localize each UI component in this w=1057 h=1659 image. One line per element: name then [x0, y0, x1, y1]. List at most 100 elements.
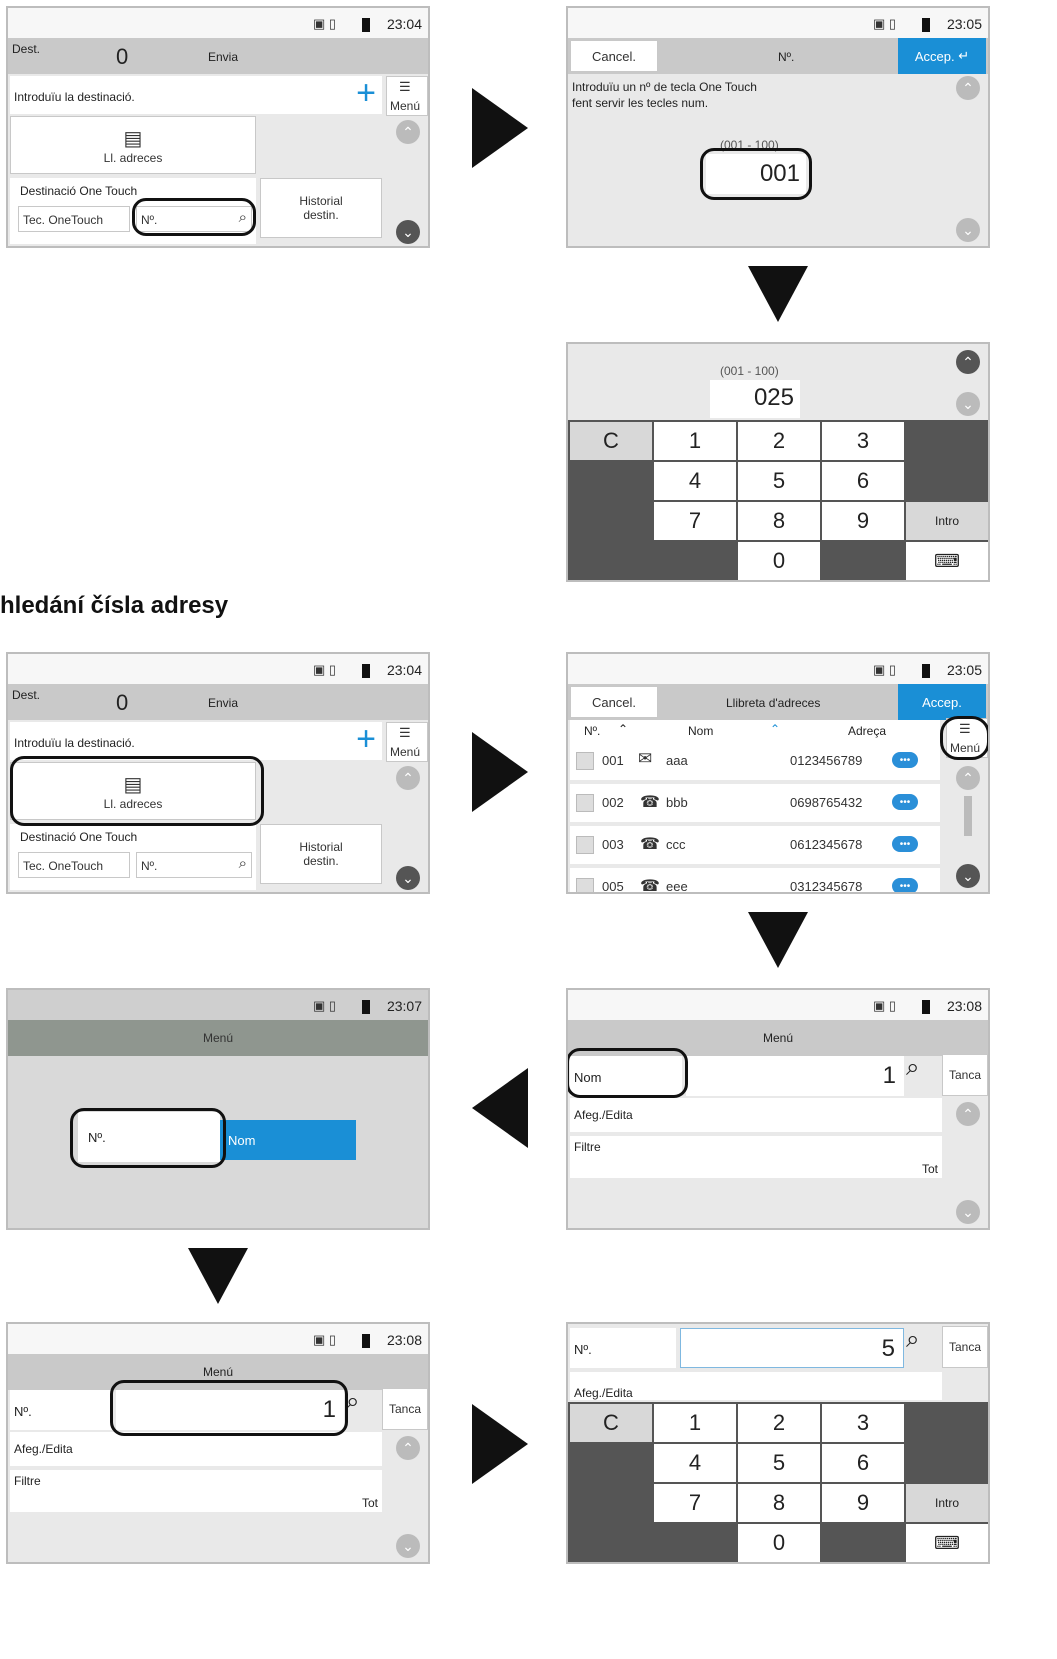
key-9[interactable]: 9 [822, 1484, 904, 1522]
history-button[interactable]: Historial destin. [260, 824, 382, 884]
scroll-down-icon[interactable]: ⌄ [956, 392, 980, 416]
key-7[interactable]: 7 [654, 1484, 736, 1522]
history-button[interactable]: Historial destin. [260, 178, 382, 238]
key-7[interactable]: 7 [654, 502, 736, 540]
key-enter[interactable]: Intro [906, 1484, 988, 1522]
filter-item[interactable]: Filtre Tot [570, 1136, 942, 1178]
key-clear[interactable]: C [570, 1404, 652, 1442]
menu-button[interactable]: ☰ Menú [386, 722, 428, 762]
key-2[interactable]: 2 [738, 1404, 820, 1442]
cancel-button[interactable]: Cancel. [570, 40, 658, 72]
destination-input[interactable]: Introduïu la destinació. + [10, 720, 382, 760]
table-row[interactable]: 005 ☎ eee 0312345678 ••• [570, 868, 940, 892]
add-edit-item[interactable]: Afeg./Edita [10, 1432, 382, 1466]
number-search-button[interactable]: Nº. ⌕ [136, 206, 252, 232]
search-input[interactable]: 1 [116, 1390, 344, 1430]
address-book-button[interactable]: ▤ Ll. adreces [10, 762, 256, 820]
col-name-header[interactable]: Nom [688, 724, 714, 738]
search-key-selector[interactable]: Nom [570, 1056, 682, 1096]
row-details-badge[interactable]: ••• [892, 752, 918, 768]
row-checkbox[interactable] [576, 752, 594, 770]
close-button[interactable]: Tanca [382, 1388, 428, 1430]
keyboard-icon[interactable]: ⌨ [906, 542, 988, 580]
scroll-down-icon[interactable]: ⌄ [956, 218, 980, 242]
key-4[interactable]: 4 [654, 462, 736, 500]
number-input[interactable]: 025 [710, 380, 800, 418]
row-checkbox[interactable] [576, 836, 594, 854]
table-row[interactable]: 002 ☎ bbb 0698765432 ••• [570, 784, 940, 822]
key-0[interactable]: 0 [738, 1524, 820, 1562]
key-5[interactable]: 5 [738, 462, 820, 500]
accept-button[interactable]: Accep. [898, 684, 986, 720]
address-book-button[interactable]: ▤ Ll. adreces [10, 116, 256, 174]
row-details-badge[interactable]: ••• [892, 878, 918, 892]
scrollbar[interactable] [964, 796, 972, 836]
destination-input[interactable]: Introduïu la destinació. + [10, 74, 382, 114]
key-2[interactable]: 2 [738, 422, 820, 460]
key-1[interactable]: 1 [654, 1404, 736, 1442]
plus-icon[interactable]: + [356, 74, 376, 112]
key-6[interactable]: 6 [822, 1444, 904, 1482]
scroll-up-icon[interactable]: ⌃ [396, 1436, 420, 1460]
scroll-up-icon[interactable]: ⌃ [956, 1102, 980, 1126]
scroll-up-icon[interactable]: ⌃ [956, 350, 980, 374]
scroll-down-icon[interactable]: ⌄ [956, 864, 980, 888]
close-button[interactable]: Tanca [942, 1326, 988, 1368]
plus-icon[interactable]: + [356, 720, 376, 758]
search-icon[interactable]: ⌕ [906, 1326, 920, 1353]
key-5[interactable]: 5 [738, 1444, 820, 1482]
row-details-badge[interactable]: ••• [892, 836, 918, 852]
key-clear[interactable]: C [570, 422, 652, 460]
number-input[interactable]: 001 [706, 154, 806, 194]
row-checkbox[interactable] [576, 878, 594, 892]
col-no-header[interactable]: Nº. [584, 724, 601, 738]
scroll-up-icon[interactable]: ⌃ [396, 120, 420, 144]
col-addr-header[interactable]: Adreça [848, 724, 887, 738]
key-4[interactable]: 4 [654, 1444, 736, 1482]
search-key-selector[interactable]: Nº. [10, 1390, 112, 1430]
table-row[interactable]: 003 ☎ ccc 0612345678 ••• [570, 826, 940, 864]
scroll-up-icon[interactable]: ⌃ [956, 766, 980, 790]
sort-option-name[interactable]: Nom [220, 1120, 356, 1160]
battery-icon [922, 18, 930, 32]
row-details-badge[interactable]: ••• [892, 794, 918, 810]
scroll-up-icon[interactable]: ⌃ [396, 766, 420, 790]
one-touch-key-button[interactable]: Tec. OneTouch [18, 852, 130, 878]
key-3[interactable]: 3 [822, 422, 904, 460]
key-1[interactable]: 1 [654, 422, 736, 460]
scroll-down-icon[interactable]: ⌄ [396, 866, 420, 890]
keyboard-icon[interactable]: ⌨ [906, 1524, 988, 1562]
key-clear-label: C [603, 428, 619, 453]
one-touch-key-button[interactable]: Tec. OneTouch [18, 206, 130, 232]
row-addr: 0123456789 [790, 753, 863, 768]
add-edit-item[interactable]: Afeg./Edita [570, 1372, 942, 1400]
add-edit-item[interactable]: Afeg./Edita [570, 1098, 942, 1132]
sort-option-number[interactable]: Nº. [78, 1112, 220, 1162]
battery-icon [362, 1334, 370, 1348]
row-checkbox[interactable] [576, 794, 594, 812]
cancel-button[interactable]: Cancel. [570, 686, 658, 718]
accept-button[interactable]: Accep. ↵ [898, 38, 986, 74]
key-8[interactable]: 8 [738, 1484, 820, 1522]
search-input[interactable]: 1 [686, 1056, 904, 1096]
key-enter[interactable]: Intro [906, 502, 988, 540]
key-0[interactable]: 0 [738, 542, 820, 580]
key-9[interactable]: 9 [822, 502, 904, 540]
close-button[interactable]: Tanca [942, 1054, 988, 1096]
search-input[interactable]: 5 [680, 1328, 904, 1368]
key-8[interactable]: 8 [738, 502, 820, 540]
search-icon[interactable]: ⌕ [906, 1054, 920, 1081]
key-6[interactable]: 6 [822, 462, 904, 500]
key-3[interactable]: 3 [822, 1404, 904, 1442]
number-search-button[interactable]: Nº. ⌕ [136, 852, 252, 878]
search-icon[interactable]: ⌕ [346, 1388, 360, 1415]
table-row[interactable]: 001 ✉ aaa 0123456789 ••• [570, 742, 940, 780]
sort-option-number-label: Nº. [88, 1130, 106, 1145]
menu-button[interactable]: ☰ Menú [386, 76, 428, 116]
scroll-down-icon[interactable]: ⌄ [396, 1534, 420, 1558]
filter-item[interactable]: Filtre Tot [10, 1470, 382, 1512]
scroll-down-icon[interactable]: ⌄ [396, 220, 420, 244]
scroll-up-icon[interactable]: ⌃ [956, 76, 980, 100]
scroll-down-icon[interactable]: ⌄ [956, 1200, 980, 1224]
search-key-selector[interactable]: Nº. [570, 1328, 676, 1368]
